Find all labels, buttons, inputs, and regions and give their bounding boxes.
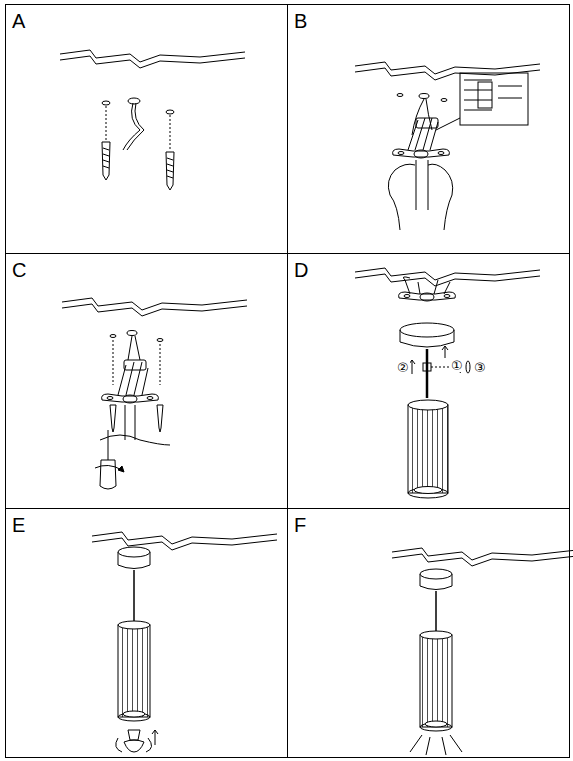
step-panel: F <box>287 508 570 758</box>
callout-number: ③ <box>473 361 487 374</box>
step-panel: B <box>287 4 570 254</box>
step-panel: D <box>287 253 570 509</box>
step-letter: D <box>294 260 308 280</box>
callout-number: ① <box>450 359 464 372</box>
step-letter: C <box>12 260 26 280</box>
step-letter: E <box>12 515 25 535</box>
step-letter: A <box>12 11 25 31</box>
step-panel: C <box>5 253 288 509</box>
step-panel: A <box>5 4 288 254</box>
callout-number: ② <box>396 361 410 374</box>
step-letter: F <box>294 515 306 535</box>
step-letter: B <box>294 11 307 31</box>
step-panel: E <box>5 508 288 758</box>
